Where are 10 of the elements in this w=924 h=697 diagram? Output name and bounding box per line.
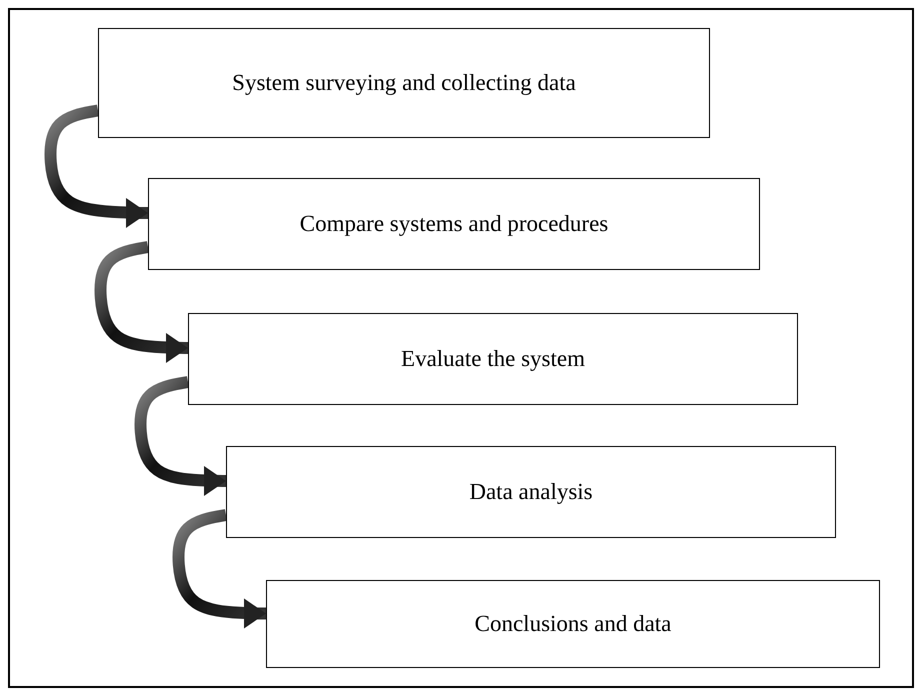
step-label: Evaluate the system (401, 346, 585, 372)
step-label: System surveying and collecting data (232, 70, 576, 96)
step-label: Compare systems and procedures (300, 211, 608, 237)
process-box (266, 580, 880, 668)
process-box (226, 446, 836, 538)
process-box (188, 313, 798, 405)
process-box (148, 178, 760, 270)
process-box (98, 28, 710, 138)
step-label: Data analysis (469, 479, 593, 505)
step-label: Conclusions and data (474, 611, 672, 637)
